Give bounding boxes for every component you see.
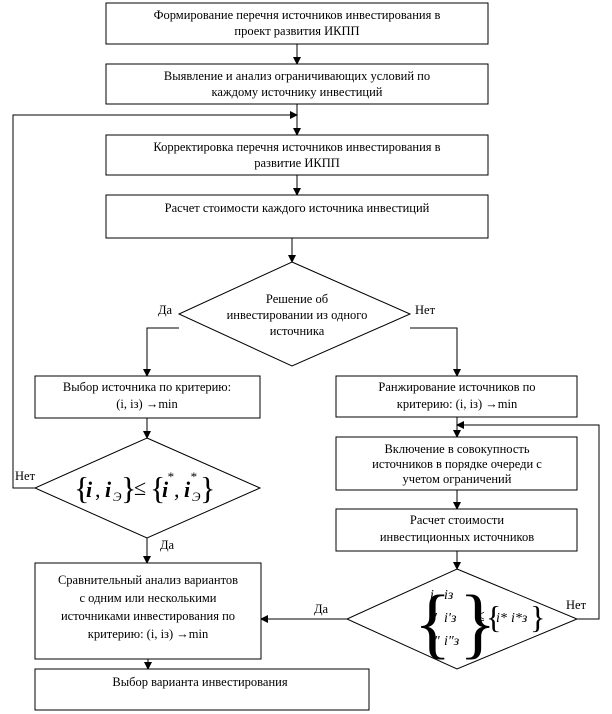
box-calc-investment-sources-cost: Расчет стоимости инвестиционных источник…: [335, 508, 578, 552]
box-adjust-source-list-line1: Корректировка перечня источников инвести…: [153, 140, 440, 154]
d2-rhs-ie: i: [184, 477, 191, 502]
decision-single-source-line3: источника: [270, 324, 325, 338]
box-compare-variants-line2: с одним или несколькими: [80, 591, 217, 605]
d2-rhs-sub: Э: [192, 489, 201, 504]
decision-single-source-line1: Решение об: [266, 292, 328, 306]
d2-rhs-comma: ,: [174, 477, 180, 502]
d3-rhs-a: i*: [496, 611, 507, 626]
d2-rhs-i-star: *: [167, 469, 174, 484]
box-identify-constraints-line2: каждому источнику инвестиций: [212, 85, 383, 99]
box-calc-investment-sources-cost-line2: инвестиционных источников: [380, 530, 534, 544]
arrow-d2-no-loop-b3: [12, 111, 298, 489]
box-calc-each-source-cost: Расчет стоимости каждого источника инвес…: [105, 194, 489, 239]
box-compare-variants-line3: источниками инвестирования по: [61, 609, 235, 623]
d3-row1-b: iз: [444, 588, 454, 603]
box-select-source-criterion: Выбор источника по критерию: (i, iз) →mi…: [34, 375, 261, 419]
d2-rhs-open-brace: {: [150, 470, 165, 506]
box-calc-each-source-cost-line1: Расчет стоимости каждого источника инвес…: [165, 201, 430, 215]
decision-single-source: Решение об инвестировании из одного исто…: [177, 261, 412, 367]
box-calc-investment-sources-cost-line1: Расчет стоимости: [410, 513, 504, 527]
d2-rhs-ie-star: *: [190, 469, 197, 484]
label-no-d3: Нет: [566, 598, 587, 612]
box-rank-sources-line2: критерию: (i, iз) →min: [397, 397, 518, 411]
d3-row3-a: i″: [430, 634, 440, 649]
d2-op: ≤: [134, 475, 146, 500]
box-choose-investment-variant-line1: Выбор варианта инвестирования: [112, 675, 287, 689]
label-no-d1: Нет: [415, 303, 436, 317]
d3-rhs-b: i*з: [511, 611, 528, 626]
label-yes-d3: Да: [314, 602, 329, 616]
decision-compare-criterion: { i , i Э } ≤ { i * , i * Э }: [33, 437, 262, 539]
arrow-d3-no-loop-b7: [456, 421, 600, 620]
box-form-source-list-line2: проект развития ИКПП: [234, 24, 359, 38]
d2-rhs-i: i: [162, 477, 169, 502]
box-include-in-set: Включение в совокупность источников в по…: [335, 436, 578, 491]
box-compare-variants-line1: Сравнительный анализ вариантов: [58, 573, 238, 587]
box-compare-variants-line4: критерию: (i, iз) →min: [88, 627, 209, 641]
d3-op: ≤: [476, 608, 485, 625]
box-adjust-source-list-line2: развитие ИКПП: [254, 156, 340, 170]
box-include-in-set-line2: источников в порядке очереди с: [372, 457, 542, 471]
d2-lhs-sub: Э: [113, 489, 122, 504]
d3-row3-b: i″з: [444, 634, 460, 649]
d3-row2-b: i′з: [444, 611, 457, 626]
d2-lhs-comma: ,: [95, 477, 101, 502]
box-rank-sources-line1: Ранжирование источников по: [378, 380, 535, 394]
d3-rhs-close-brace: }: [530, 599, 545, 635]
box-include-in-set-line1: Включение в совокупность: [384, 442, 529, 456]
d2-lhs-ie: i: [105, 477, 112, 502]
box-identify-constraints: Выявление и анализ ограничивающих услови…: [105, 63, 489, 105]
box-select-source-criterion-line1: Выбор источника по критерию:: [63, 380, 231, 394]
box-rank-sources: Ранжирование источников по критерию: (i,…: [335, 375, 578, 418]
d2-rhs-close-brace: }: [200, 470, 215, 506]
decision-single-source-line2: инвестировании из одного: [227, 308, 368, 322]
box-compare-variants: Сравнительный анализ вариантов с одним и…: [34, 562, 262, 660]
box-choose-investment-variant: Выбор варианта инвестирования: [34, 668, 370, 711]
box-include-in-set-line3: учетом ограничений: [403, 472, 512, 486]
d2-lhs-open-brace: {: [74, 470, 89, 506]
d2-lhs-i: i: [86, 477, 93, 502]
decision-compare-set: { i iз i′ i′з i″ i″з } ≤ { i* i*з }: [345, 568, 579, 670]
label-yes-d2: Да: [160, 538, 175, 552]
arrow-d1-yes-b5: [143, 327, 179, 377]
d3-lhs-close-brace: }: [459, 579, 496, 666]
d3-row1-a: i: [430, 588, 434, 603]
d3-row2-a: i′: [430, 611, 438, 626]
box-adjust-source-list: Корректировка перечня источников инвести…: [105, 134, 489, 176]
box-form-source-list-line1: Формирование перечня источников инвестир…: [154, 8, 441, 22]
label-no-d2: Нет: [15, 469, 36, 483]
box-identify-constraints-line1: Выявление и анализ ограничивающих услови…: [164, 69, 430, 83]
label-yes-d1: Да: [158, 303, 173, 317]
box-select-source-criterion-line2: (i, iз) →min: [116, 397, 178, 411]
d2-lhs-close-brace: }: [121, 470, 136, 506]
d3-rhs-open-brace: {: [486, 599, 501, 635]
box-form-source-list: Формирование перечня источников инвестир…: [105, 2, 489, 45]
arrow-d1-no-b6: [410, 327, 461, 377]
d3-lhs-open-brace: {: [414, 579, 451, 666]
